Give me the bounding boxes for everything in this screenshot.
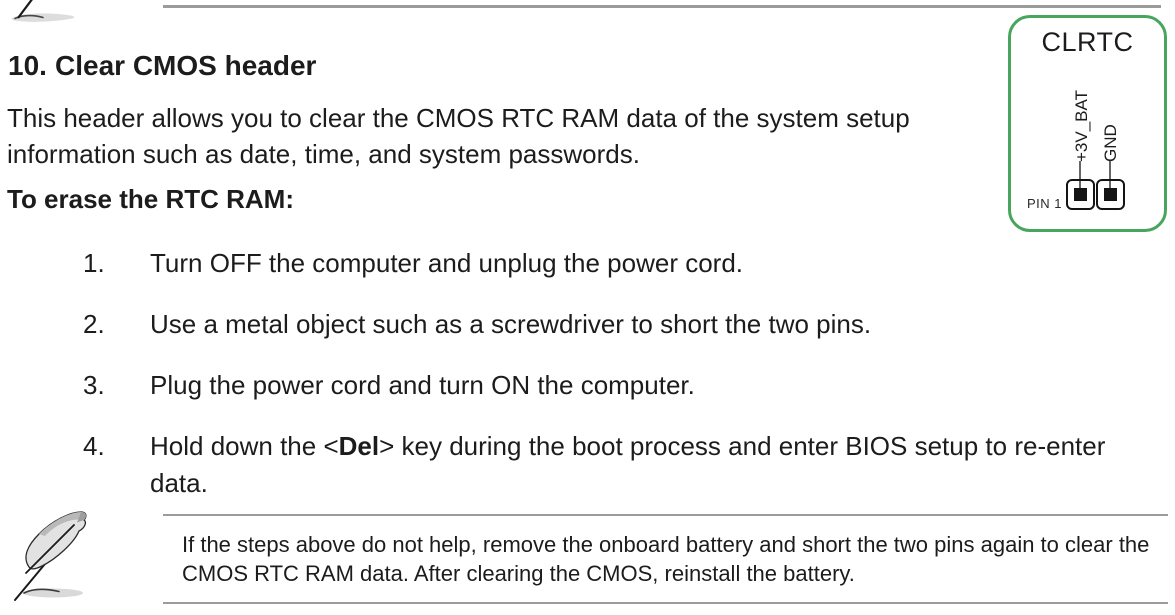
section-title: Clear CMOS header	[55, 50, 317, 81]
pin-lead-line	[1109, 161, 1111, 195]
step-number: 1.	[83, 248, 105, 278]
step-text: Use a metal object such as a screwdriver…	[150, 306, 1110, 343]
step-text-bold: Del	[338, 431, 380, 461]
diagram-title: CLRTC	[1041, 27, 1134, 57]
pin-2-box	[1096, 179, 1125, 210]
top-divider	[163, 5, 1161, 8]
list-item: 3. Plug the power cord and turn ON the c…	[83, 367, 1113, 404]
steps-list: 1. Turn OFF the computer and unplug the …	[83, 245, 1113, 526]
step-text: Turn OFF the computer and unplug the pow…	[150, 245, 1110, 282]
note-top-divider	[163, 514, 1168, 516]
subheading: To erase the RTC RAM:	[7, 184, 294, 214]
step-text-segment: Hold down the <	[150, 431, 339, 461]
step-number: 4.	[83, 431, 105, 461]
list-item: 1. Turn OFF the computer and unplug the …	[83, 245, 1113, 282]
pin-1-contact	[1074, 188, 1087, 201]
intro-paragraph: This header allows you to clear the CMOS…	[7, 103, 910, 169]
step-text: Plug the power cord and turn ON the comp…	[150, 367, 1110, 404]
step-text-segment: Turn OFF the computer and unplug the pow…	[150, 248, 744, 278]
step-text: Hold down the <Del> key during the boot …	[150, 428, 1110, 502]
step-text-segment: Use a metal object such as a screwdriver…	[150, 309, 872, 339]
step-number: 3.	[83, 370, 105, 400]
clrtc-diagram: CLRTC +3V_BAT GND PIN 1	[1008, 15, 1167, 232]
pin-header	[1066, 179, 1125, 210]
pin-lead-line	[1079, 161, 1081, 195]
note-text: If the steps above do not help, remove t…	[182, 532, 1150, 586]
pin-1-box	[1066, 179, 1095, 210]
pin-2-contact	[1104, 188, 1117, 201]
pen-tip-icon	[5, 0, 115, 26]
step-text-segment: Plug the power cord and turn ON the comp…	[150, 370, 695, 400]
section-number: 10.	[8, 50, 47, 81]
section-heading: 10. Clear CMOS header	[8, 50, 316, 82]
quill-note-icon	[12, 503, 107, 603]
list-item: 4. Hold down the <Del> key during the bo…	[83, 428, 1113, 502]
list-item: 2. Use a metal object such as a screwdri…	[83, 306, 1113, 343]
pin-label-gnd: GND	[1101, 124, 1120, 162]
note-bottom-divider	[163, 602, 1168, 604]
step-number: 2.	[83, 309, 105, 339]
pin-label-3v-bat: +3V_BAT	[1072, 90, 1091, 162]
pin-1-marker: PIN 1	[1027, 196, 1063, 211]
step-text-segment: > key during the boot process and enter …	[150, 431, 1106, 498]
